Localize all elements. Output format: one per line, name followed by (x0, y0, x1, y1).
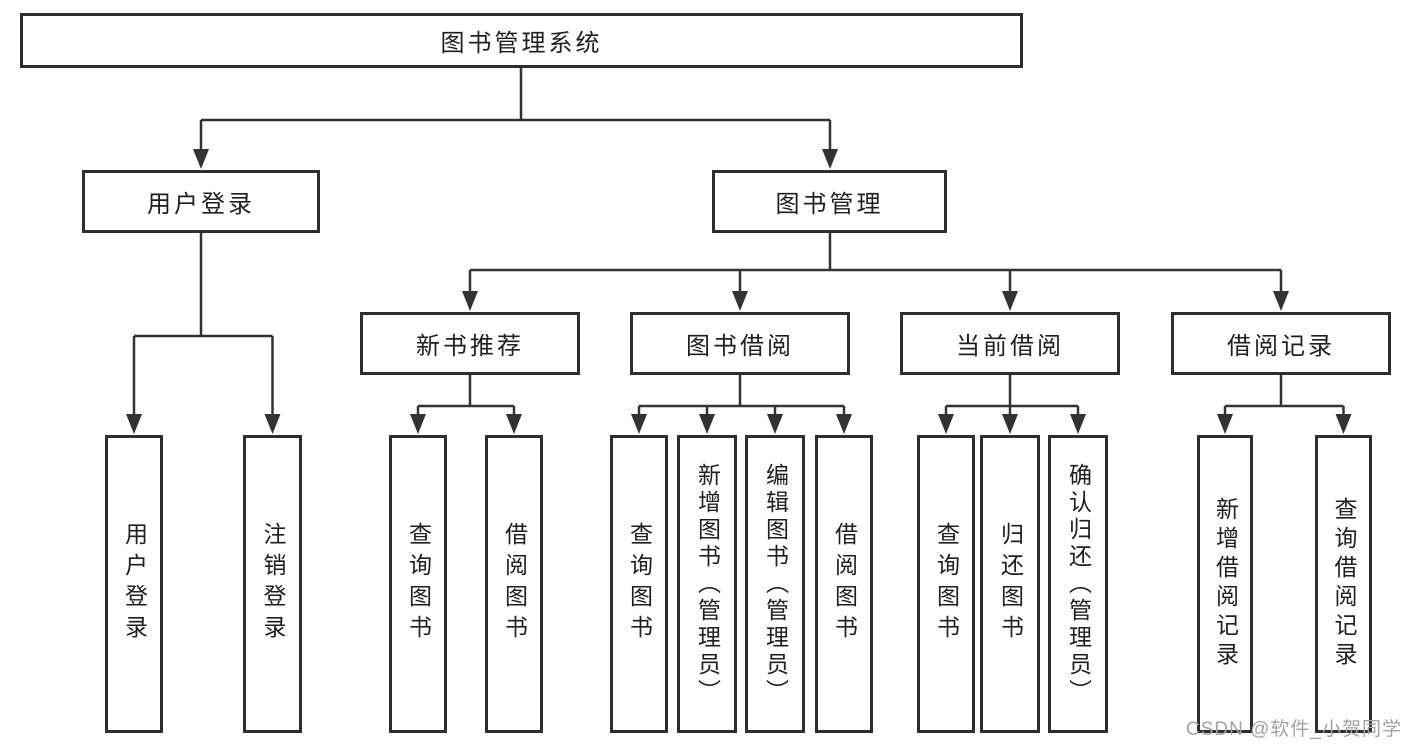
node-leaf-br-query-record: 查询借阅记录 (1315, 435, 1372, 733)
node-label: 归还图书 (997, 522, 1024, 646)
node-label: 查询图书 (405, 522, 432, 646)
node-new-book-recommend: 新书推荐 (360, 312, 580, 375)
node-book-borrowing: 图书借阅 (630, 312, 850, 375)
node-label: 借阅图书 (831, 522, 858, 646)
node-label: 新书推荐 (416, 333, 524, 360)
connector-bookmgmt-to-level3 (462, 233, 1289, 311)
node-label: 查询图书 (626, 522, 653, 646)
node-label: 用户登录 (147, 191, 255, 218)
node-label: 借阅记录 (1227, 333, 1335, 360)
node-label: 编辑图书（管理员） (762, 462, 789, 706)
node-label: 借阅图书 (501, 522, 528, 646)
node-leaf-nb-borrow-books: 借阅图书 (485, 435, 543, 733)
node-label: 查询图书 (933, 522, 960, 646)
node-leaf-bb-edit-books-admin: 编辑图书（管理员） (745, 435, 805, 733)
node-label: 图书借阅 (686, 333, 794, 360)
node-borrowing-records: 借阅记录 (1171, 312, 1391, 375)
node-leaf-bb-query-books: 查询图书 (610, 435, 668, 733)
node-label: 图书管理系统 (440, 30, 603, 57)
node-leaf-cb-confirm-return-admin: 确认归还（管理员） (1048, 435, 1108, 733)
node-leaf-bb-borrow-books: 借阅图书 (815, 435, 873, 733)
node-label: 当前借阅 (956, 333, 1064, 360)
node-leaf-logout: 注销登录 (243, 435, 302, 733)
watermark-csdn: CSDN @软件_小贺同学 (1186, 719, 1402, 740)
connector-current-to-leaves (938, 375, 1086, 434)
node-label: 新增借阅记录 (1212, 497, 1239, 671)
node-leaf-cb-query-books: 查询图书 (917, 435, 975, 733)
node-user-login-group: 用户登录 (82, 170, 320, 233)
connector-borrow-to-leaves (631, 375, 852, 434)
node-label: 图书管理 (775, 191, 884, 218)
node-current-borrowing: 当前借阅 (900, 312, 1120, 375)
node-label: 新增图书（管理员） (694, 462, 721, 706)
node-label: 确认归还（管理员） (1065, 462, 1092, 706)
node-library-management-system: 图书管理系统 (20, 13, 1023, 68)
node-label: 用户登录 (121, 522, 148, 646)
connector-userlogin-to-leaves (126, 233, 281, 434)
connector-root-to-level2 (193, 68, 838, 169)
node-leaf-nb-query-books: 查询图书 (389, 435, 447, 733)
node-book-management: 图书管理 (712, 170, 947, 233)
connector-newbook-to-leaves (410, 375, 522, 434)
node-leaf-bb-add-books-admin: 新增图书（管理员） (677, 435, 737, 733)
connector-records-to-leaves (1217, 375, 1352, 434)
node-leaf-cb-return-books: 归还图书 (980, 435, 1040, 733)
node-label: 注销登录 (260, 522, 286, 646)
node-label: 查询借阅记录 (1331, 497, 1357, 671)
node-leaf-br-add-record: 新增借阅记录 (1197, 435, 1253, 733)
node-leaf-user-login: 用户登录 (105, 435, 163, 733)
